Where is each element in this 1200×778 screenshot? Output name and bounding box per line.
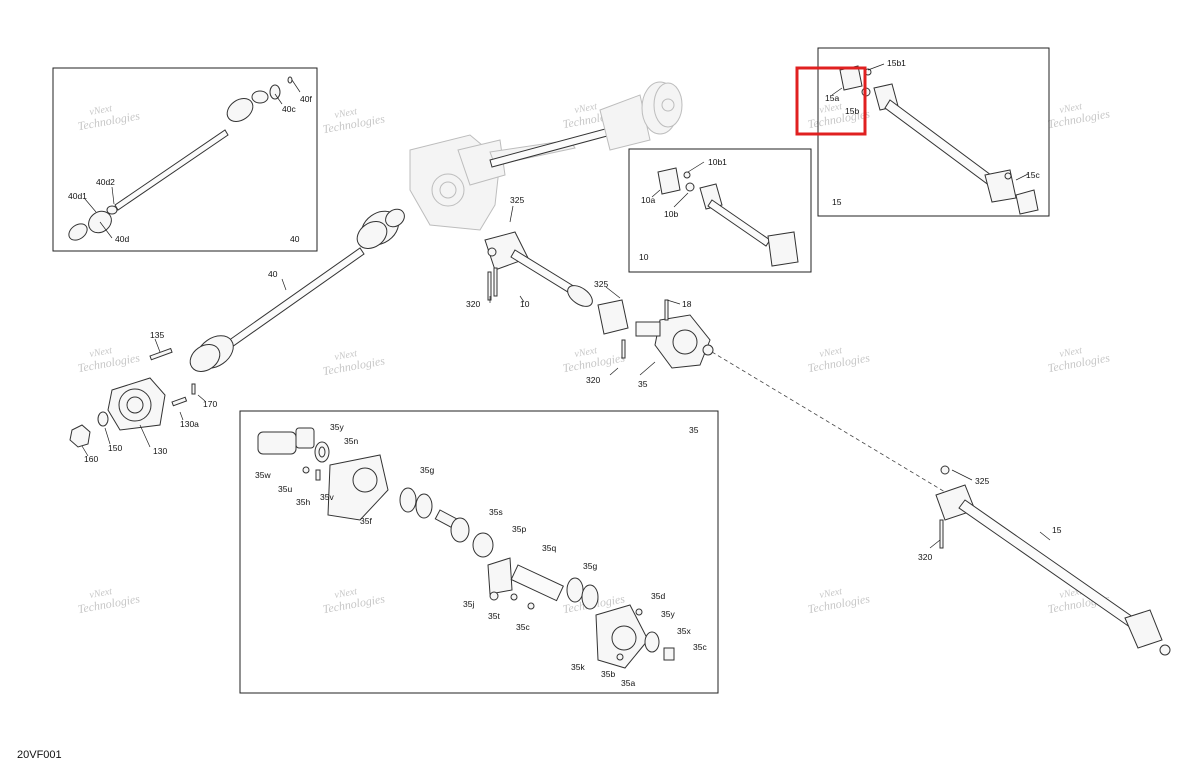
callout-label: 160 (84, 454, 98, 464)
svg-text:vNext: vNext (334, 106, 359, 121)
callout-label: 35q (542, 543, 556, 553)
callout-label: 130a (180, 419, 199, 429)
ghost-front-axle-assembly (409, 81, 683, 231)
inset-10-parts (657, 167, 799, 267)
inset-40-parts (68, 76, 293, 241)
callout-label: 10 (639, 252, 649, 262)
drive-shaft-10 (484, 231, 629, 335)
wheel-hub-assembly (69, 347, 196, 448)
callout-label: 35 (638, 379, 648, 389)
callout-label: 150 (108, 443, 122, 453)
callout-label: 15 (1052, 525, 1062, 535)
callout-label: 18 (682, 299, 692, 309)
callout-label: 35d (651, 591, 665, 601)
callout-label: 35p (512, 524, 526, 534)
callout-label: 35t (488, 611, 500, 621)
callout-labels: 40f 40c 40d2 40d1 40d 40 40 325 320 10 3… (68, 58, 1062, 688)
callout-label: 35a (621, 678, 635, 688)
callout-label: 15b (845, 106, 859, 116)
callout-label: 135 (150, 330, 164, 340)
svg-text:vNext: vNext (574, 345, 599, 360)
inset-35-parts (257, 427, 675, 669)
leader-lines (81, 63, 1051, 549)
callout-label: 35s (489, 507, 503, 517)
callout-label: 325 (510, 195, 524, 205)
callout-label: 35c (516, 622, 530, 632)
svg-text:vNext: vNext (334, 586, 359, 601)
svg-text:vNext: vNext (819, 101, 844, 116)
callout-label: 35g (583, 561, 597, 571)
callout-label: 35v (320, 492, 334, 502)
callout-label: 35y (661, 609, 675, 619)
callout-label: 10b (664, 209, 678, 219)
assembly-centerline (711, 351, 946, 493)
highlight-box-15a[interactable] (795, 66, 867, 136)
inset-15-parts (839, 65, 1039, 215)
callout-label: 35b (601, 669, 615, 679)
callout-label: 40c (282, 104, 296, 114)
callout-label: 40 (268, 269, 278, 279)
svg-text:vNext: vNext (89, 103, 114, 118)
svg-text:vNext: vNext (334, 348, 359, 363)
callout-label: 35y (330, 422, 344, 432)
drive-shaft-40 (189, 208, 405, 372)
drive-shaft-15 (935, 465, 1171, 656)
callout-label: 35h (296, 497, 310, 507)
callout-label: 40d1 (68, 191, 87, 201)
svg-text:vNext: vNext (574, 101, 599, 116)
callout-label: 35k (571, 662, 585, 672)
callout-label: 320 (918, 552, 932, 562)
callout-label: 40 (290, 234, 300, 244)
callout-label: 10 (520, 299, 530, 309)
callout-label: 35g (420, 465, 434, 475)
svg-text:vNext: vNext (1059, 101, 1084, 116)
callout-label: 320 (586, 375, 600, 385)
callout-label: 35f (360, 516, 372, 526)
callout-label: 15 (832, 197, 842, 207)
callout-label: 35n (344, 436, 358, 446)
callout-label: 15c (1026, 170, 1040, 180)
callout-label: 15b1 (887, 58, 906, 68)
svg-text:vNext: vNext (89, 586, 114, 601)
callout-label: 320 (466, 299, 480, 309)
svg-text:vNext: vNext (819, 345, 844, 360)
callout-label: 40d2 (96, 177, 115, 187)
callout-label: 10b1 (708, 157, 727, 167)
callout-label: 40f (300, 94, 312, 104)
callout-label: 40d (115, 234, 129, 244)
inset-box-35 (239, 410, 719, 694)
inset-box-40 (52, 67, 318, 252)
callout-label: 35j (463, 599, 474, 609)
callout-label: 15a (825, 93, 839, 103)
callout-label: 35w (255, 470, 271, 480)
callout-label: 170 (203, 399, 217, 409)
callout-label: 325 (975, 476, 989, 486)
svg-text:vNext: vNext (1059, 345, 1084, 360)
callout-label: 325 (594, 279, 608, 289)
callout-label: 130 (153, 446, 167, 456)
inset-box-10 (628, 148, 812, 273)
callout-label: 10a (641, 195, 655, 205)
differential-35 (621, 299, 714, 369)
svg-text:vNext: vNext (819, 586, 844, 601)
inset-box-15 (817, 47, 1050, 217)
svg-text:vNext: vNext (89, 345, 114, 360)
callout-label: 35u (278, 484, 292, 494)
diagram-code: 20VF001 (17, 749, 62, 761)
callout-label: 35x (677, 626, 691, 636)
callout-label: 35 (689, 425, 699, 435)
callout-label: 35c (693, 642, 707, 652)
